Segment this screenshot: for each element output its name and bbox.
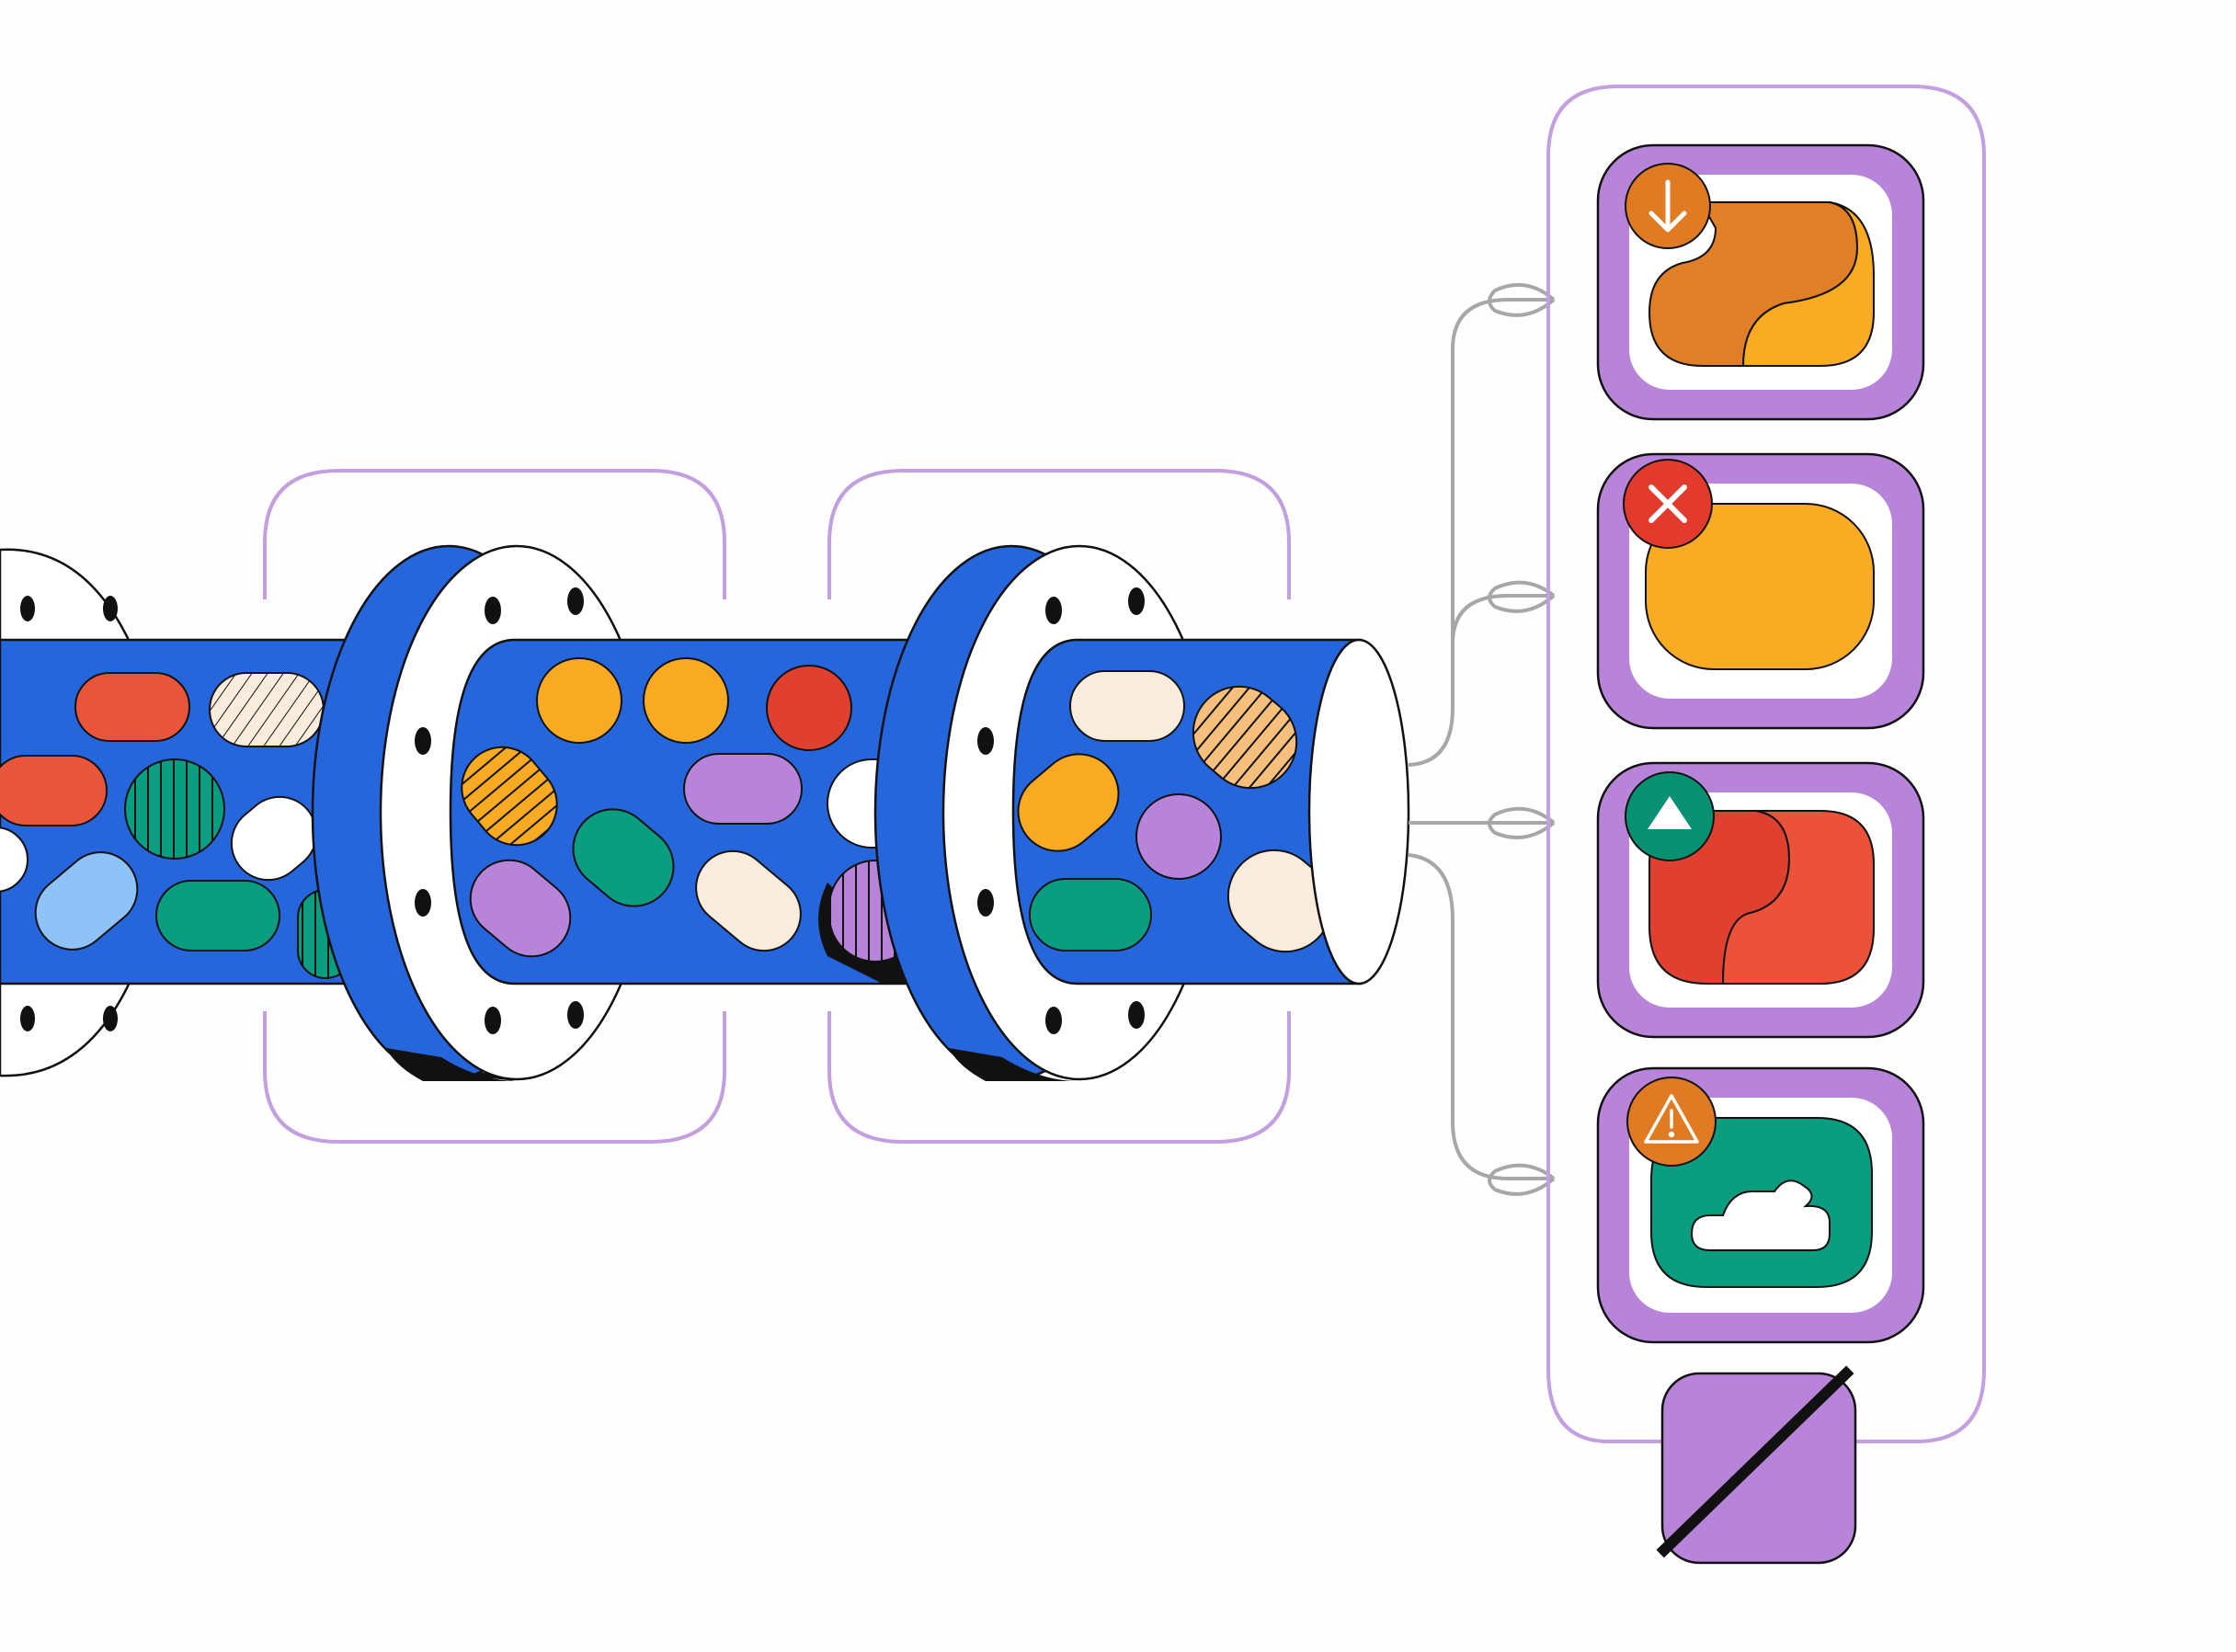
blob-amber xyxy=(1645,503,1875,670)
connector-to-tile-2 xyxy=(1451,594,1554,644)
connector-lines xyxy=(1408,283,1556,1196)
capsule-cream xyxy=(695,849,802,952)
output-tile-download[interactable] xyxy=(1596,143,1925,421)
capsule-green xyxy=(1029,878,1152,951)
capsule-white xyxy=(0,826,29,893)
capsule-cream xyxy=(1226,849,1333,953)
pipe-segment-3 xyxy=(1011,638,1410,986)
pipe-outlet xyxy=(1307,638,1410,986)
blob-red-light xyxy=(1721,810,1875,985)
dot-amber xyxy=(536,657,622,744)
capsule-cream-hatched xyxy=(209,672,325,747)
discard-tile[interactable] xyxy=(1656,1365,1857,1565)
dot-red xyxy=(766,665,852,751)
dot-amber xyxy=(643,657,729,744)
output-tile-approved[interactable] xyxy=(1596,761,1925,1039)
capsule-light-blue xyxy=(34,851,139,951)
dot-purple xyxy=(1135,793,1222,880)
capsule-amber xyxy=(1017,753,1120,852)
capsule-purple xyxy=(683,753,803,825)
close-x-icon xyxy=(1648,484,1687,523)
down-arrow-icon xyxy=(1648,179,1687,233)
output-tile-rejected[interactable] xyxy=(1596,452,1925,730)
coupling-bracket-2 xyxy=(827,469,1291,1144)
capsule-white xyxy=(230,795,318,882)
capsule-cream xyxy=(1069,670,1185,742)
capsule-green xyxy=(155,880,280,951)
capsule-amber-hatched xyxy=(461,746,558,847)
output-tile-warning[interactable] xyxy=(1596,1066,1925,1344)
capsule-green xyxy=(572,808,675,907)
pipe-segment-2 xyxy=(449,638,949,986)
capsule-orange-red xyxy=(74,672,190,742)
capsule-purple xyxy=(469,859,572,958)
slashed-square-icon xyxy=(1656,1365,1854,1558)
warning-triangle-icon xyxy=(1644,1094,1699,1144)
dot-green-hatched xyxy=(124,758,225,860)
capsule-peach-hatched xyxy=(1192,685,1298,790)
capsule-orange-red xyxy=(0,755,108,826)
connector-to-tile-4 xyxy=(1408,853,1554,1180)
connector-to-tile-1 xyxy=(1408,298,1554,767)
coupling-bracket-1 xyxy=(263,469,726,1144)
blob-amber xyxy=(1741,201,1875,367)
pipe-segment-1 xyxy=(0,638,388,986)
triangle-up-icon xyxy=(1648,796,1692,829)
output-panel-frame xyxy=(1546,85,1986,1443)
